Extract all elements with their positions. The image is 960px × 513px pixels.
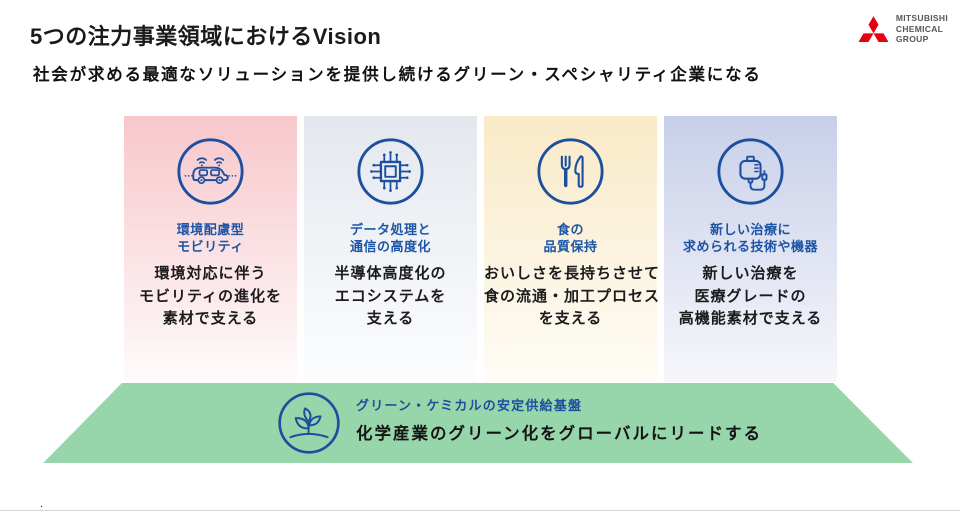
foundation-band: グリーン・ケミカルの安定供給基盤 化学産業のグリーン化をグローバルにリードする (43, 383, 913, 463)
title-line: 食の (556, 222, 584, 237)
logo-text-line: MITSUBISHI (895, 13, 948, 23)
title-line: 品質保持 (543, 239, 598, 254)
bottom-divider (0, 510, 960, 511)
title-line: 環境配慮型 (176, 222, 245, 237)
focus-area-title: 食の 品質保持 (484, 221, 657, 255)
text-line: エコシステムを (334, 287, 447, 305)
foundation-description: 化学産業のグリーン化をグローバルにリードする (356, 425, 763, 443)
foundation-label: グリーン・ケミカルの安定供給基盤 (356, 398, 583, 413)
focus-area-description: 半導体高度化の エコシステムを 支える (304, 263, 477, 331)
focus-area-title: 新しい治療に 求められる技術や機器 (664, 221, 837, 255)
company-logo-text: MITSUBISHI CHEMICAL GROUP (896, 13, 948, 45)
iv-drip-icon (664, 137, 837, 206)
text-line: を支える (538, 310, 603, 327)
logo-text-line: GROUP (895, 34, 929, 44)
title-line: モビリティ (177, 239, 244, 254)
focus-area-card-medical: 新しい治療に 求められる技術や機器 新しい治療を 医療グレードの 高機能素材で支… (664, 116, 837, 382)
page-title: 5つの注力事業領域におけるVision (30, 24, 382, 49)
company-logo: MITSUBISHI CHEMICAL GROUP (858, 13, 948, 45)
text-line: 食の流通・加工プロセス (484, 287, 661, 305)
focus-area-description: 環境対応に伴う モビリティの進化を 素材で支える (124, 263, 297, 331)
title-line: データ処理と (349, 222, 431, 237)
mitsubishi-three-diamonds-icon (858, 15, 889, 42)
text-line: 環境対応に伴う (154, 265, 267, 282)
page-subtitle: 社会が求める最適なソリューションを提供し続けるグリーン・スペシャリティ企業になる (33, 66, 762, 84)
focus-area-card-mobility: 環境配慮型 モビリティ 環境対応に伴う モビリティの進化を 素材で支える (124, 116, 297, 382)
sprout-icon (277, 391, 341, 455)
text-line: 新しい治療を (702, 265, 799, 282)
focus-area-title: 環境配慮型 モビリティ (124, 221, 297, 255)
text-line: モビリティの進化を (138, 287, 283, 305)
text-line: 高機能素材で支える (678, 310, 823, 327)
footnote-dot: . (40, 498, 44, 510)
text-line: 半導体高度化の (334, 265, 447, 282)
text-line: 支える (366, 310, 415, 327)
logo-text-line: CHEMICAL (895, 23, 944, 34)
focus-area-card-food: 食の 品質保持 おいしさを長持ちさせて 食の流通・加工プロセス を支える (484, 116, 661, 382)
text-line: おいしさを長持ちさせて (484, 265, 661, 282)
title-line: 新しい治療に (709, 222, 791, 237)
semiconductor-chip-icon (304, 137, 477, 206)
focus-area-description: おいしさを長持ちさせて 食の流通・加工プロセス を支える (484, 263, 661, 331)
foundation-text: グリーン・ケミカルの安定供給基盤 化学産業のグリーン化をグローバルにリードする (356, 395, 762, 444)
connected-car-icon (124, 137, 297, 206)
fork-knife-icon (484, 137, 657, 206)
title-line: 求められる技術や機器 (682, 239, 818, 254)
focus-area-cards: 環境配慮型 モビリティ 環境対応に伴う モビリティの進化を 素材で支える (124, 116, 837, 382)
focus-area-card-data: データ処理と 通信の高度化 半導体高度化の エコシステムを 支える (304, 116, 477, 382)
title-line: 通信の高度化 (349, 239, 431, 254)
text-line: 素材で支える (162, 310, 259, 327)
focus-area-description: 新しい治療を 医療グレードの 高機能素材で支える (664, 263, 837, 331)
text-line: 医療グレードの (694, 287, 807, 305)
focus-area-title: データ処理と 通信の高度化 (304, 221, 477, 255)
